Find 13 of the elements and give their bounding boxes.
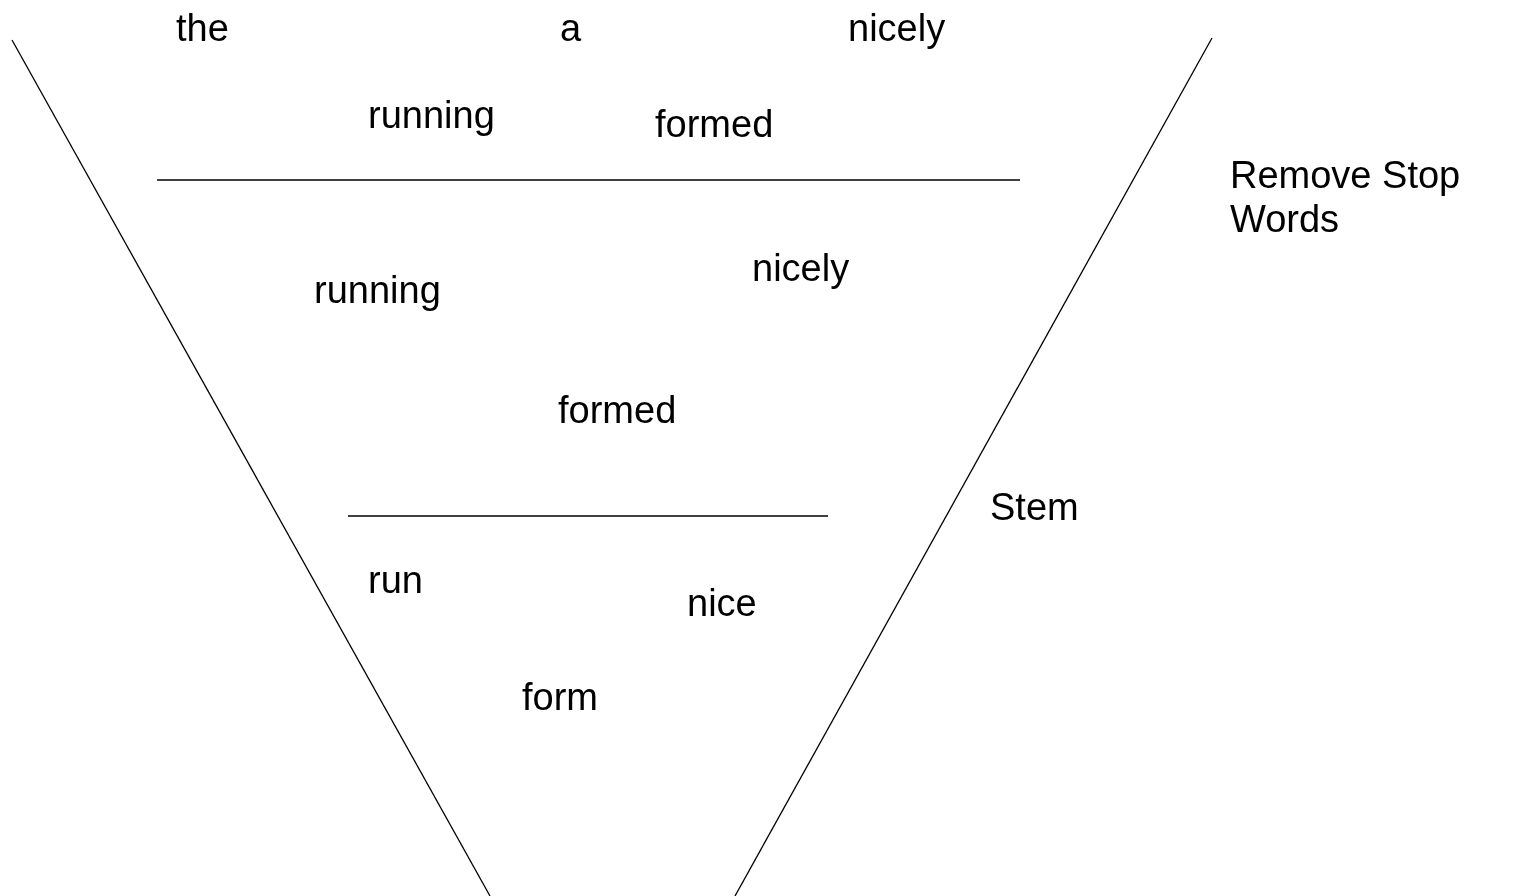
word-label: Remove Stop Words (1230, 153, 1462, 241)
word-label: Stem (990, 485, 1079, 529)
word-label: nicely (848, 6, 946, 50)
word-label: running (368, 93, 495, 137)
word-label: running (314, 268, 441, 312)
word-label: run (368, 558, 423, 602)
word-label: formed (655, 102, 774, 146)
word-label: formed (558, 388, 677, 432)
word-label: nicely (752, 246, 850, 290)
word-label: a (560, 6, 582, 50)
word-label: the (176, 6, 229, 50)
word-label: nice (687, 581, 757, 625)
word-label: form (522, 675, 598, 719)
